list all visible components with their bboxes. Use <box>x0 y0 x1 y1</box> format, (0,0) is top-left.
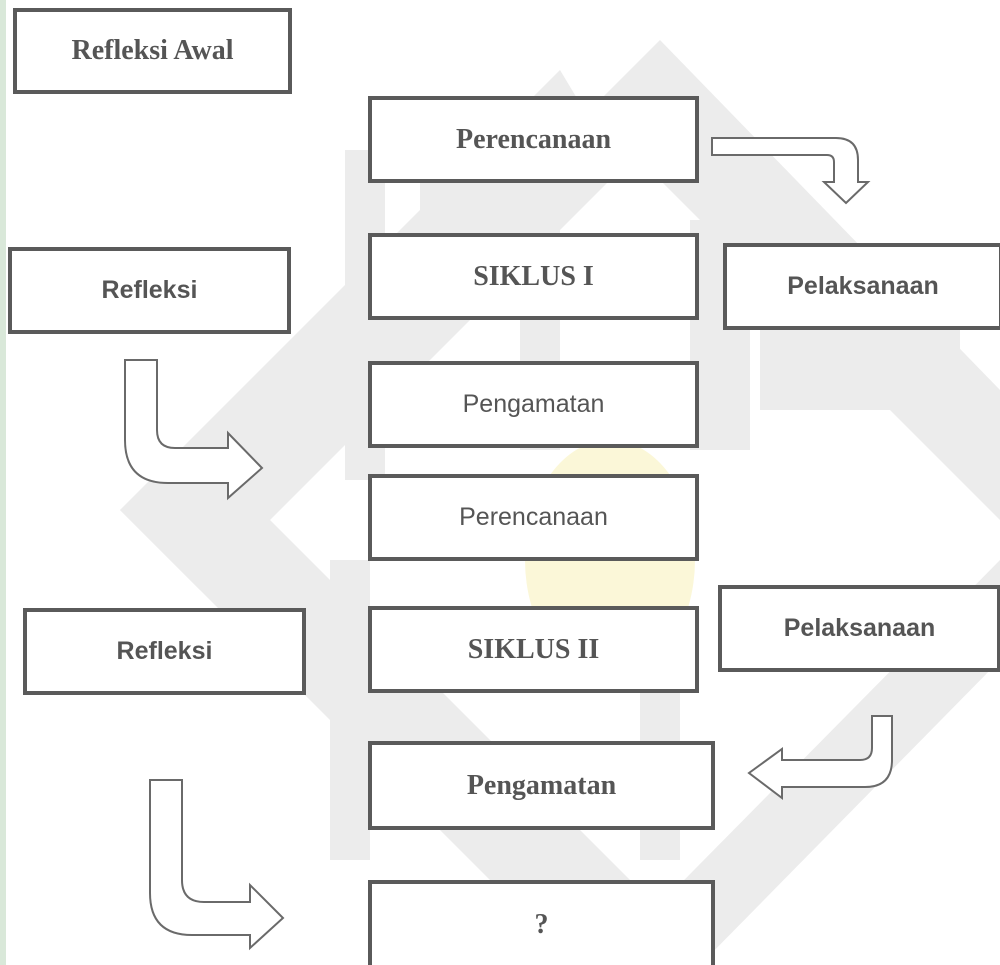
label-perencanaan-2: Perencanaan <box>459 503 608 531</box>
box-siklus-1: SIKLUS I <box>368 233 699 320</box>
label-refleksi-awal: Refleksi Awal <box>71 35 234 66</box>
label-pengamatan-2: Pengamatan <box>466 769 617 801</box>
box-refleksi-2: Refleksi <box>23 608 306 695</box>
label-pengamatan-1: Pengamatan <box>462 390 605 418</box>
label-siklus-1: SIKLUS I <box>473 260 594 292</box>
label-unknown: ? <box>534 908 549 940</box>
box-pengamatan-2: Pengamatan <box>368 741 715 830</box>
left-edge-strip <box>0 0 6 965</box>
label-refleksi-1: Refleksi <box>101 276 198 304</box>
label-siklus-2: SIKLUS II <box>467 633 600 665</box>
label-pelaksanaan-2: Pelaksanaan <box>783 614 936 642</box>
arrow-right-down-icon <box>711 137 871 205</box>
box-perencanaan-2: Perencanaan <box>368 474 699 561</box>
box-refleksi-1: Refleksi <box>8 247 291 334</box>
arrow-down-left-icon <box>747 715 893 801</box>
label-pelaksanaan-1: Pelaksanaan <box>787 272 939 300</box>
box-perencanaan-1: Perencanaan <box>368 96 699 183</box>
box-pengamatan-1: Pengamatan <box>368 361 699 448</box>
arrow-down-right-icon <box>124 359 264 501</box>
box-siklus-2: SIKLUS II <box>368 606 699 693</box>
label-refleksi-2: Refleksi <box>116 637 213 665</box>
box-refleksi-awal: Refleksi Awal <box>13 8 292 94</box>
arrow-down-right-icon-2 <box>149 779 285 951</box>
box-pelaksanaan-1: Pelaksanaan <box>723 243 1000 330</box>
label-perencanaan-1: Perencanaan <box>455 123 612 155</box>
box-pelaksanaan-2: Pelaksanaan <box>718 585 1000 672</box>
box-unknown: ? <box>368 880 715 965</box>
